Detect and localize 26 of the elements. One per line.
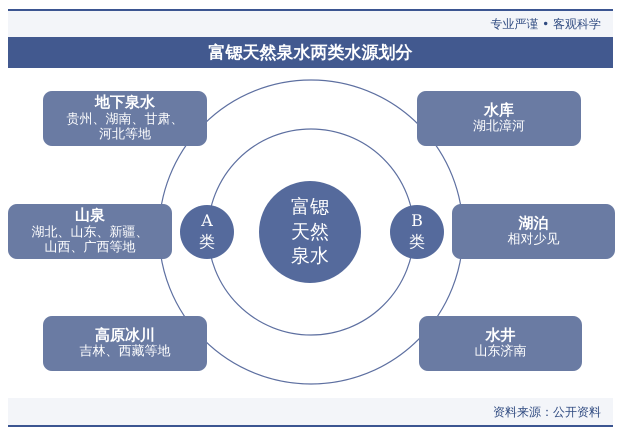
card-text: 吉林、西藏等地: [78, 344, 172, 360]
category-card: [452, 204, 615, 259]
card-text: 湖北、山东、新疆、山西、广西等地: [30, 224, 150, 256]
card-heading: 水库: [484, 102, 514, 120]
card-text: 贵州、湖南、甘肃、河北等地: [65, 112, 184, 143]
card-heading: 湖泊: [518, 215, 548, 232]
category-card: [43, 316, 207, 371]
category-circle: [390, 205, 444, 259]
card-text: 相对少见: [506, 232, 560, 248]
category-circle: [180, 205, 234, 259]
card-heading: 高原冰川: [95, 327, 155, 344]
category-card: [43, 91, 207, 146]
category-card: [419, 316, 582, 371]
category-card: [417, 91, 581, 146]
slogan: 专业严谨 • 客观科学: [490, 16, 601, 33]
node-label: A类: [198, 211, 216, 253]
source-note: 资料来源：公开资料: [493, 404, 601, 421]
title: 富锶天然泉水两类水源划分: [208, 42, 412, 64]
card-text: 湖北漳河: [472, 119, 526, 135]
node-label: B类: [408, 211, 426, 253]
card-text: 山东济南: [473, 344, 528, 360]
category-card: [8, 204, 172, 259]
card-heading: 水井: [486, 327, 516, 344]
card-heading: 山泉: [75, 207, 105, 225]
node-label: 富锶天然泉水: [290, 194, 330, 270]
card-heading: 地下泉水: [95, 94, 155, 112]
